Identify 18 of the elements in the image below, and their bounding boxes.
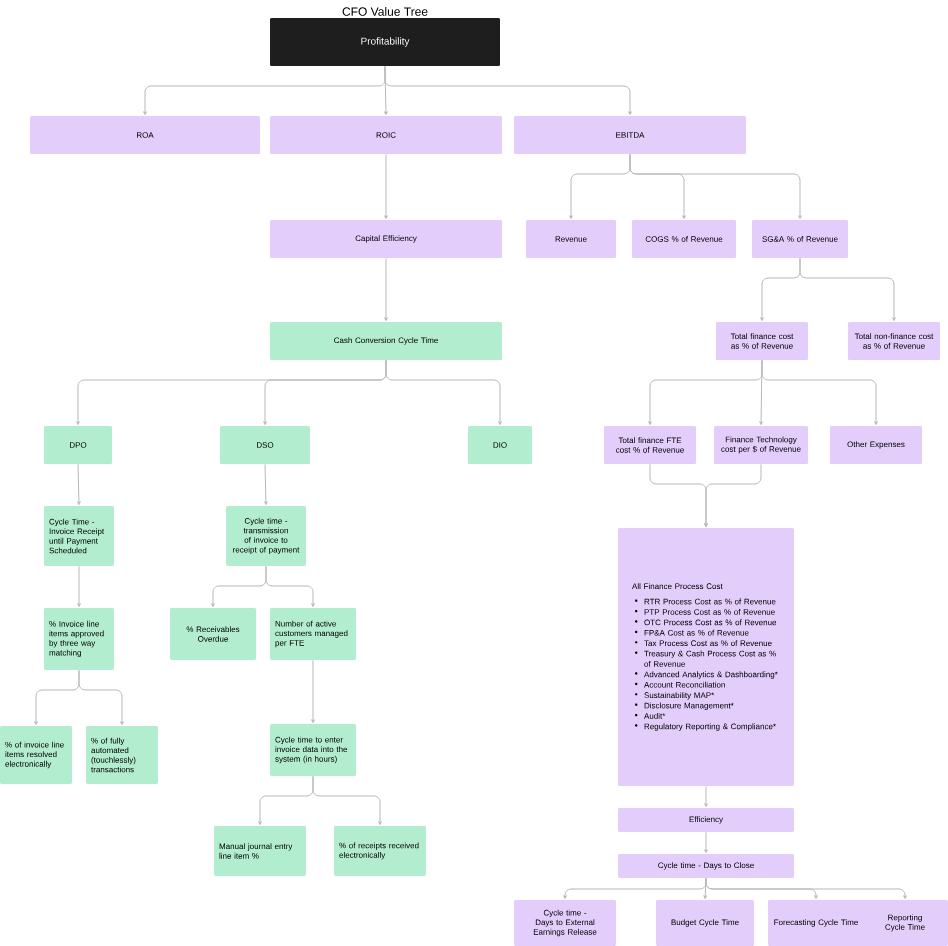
arrow bbox=[384, 65, 632, 116]
arrow bbox=[629, 153, 802, 220]
arrow bbox=[384, 153, 388, 220]
arrow bbox=[384, 257, 388, 322]
arrow bbox=[77, 463, 81, 506]
arrow bbox=[704, 463, 762, 528]
arrow bbox=[705, 877, 907, 900]
arrow bbox=[704, 831, 708, 854]
arrow bbox=[761, 359, 878, 426]
arrow bbox=[704, 785, 708, 808]
arrow bbox=[264, 463, 268, 506]
arrow bbox=[265, 565, 315, 608]
arrow bbox=[312, 775, 382, 826]
arrow bbox=[385, 359, 502, 426]
arrow bbox=[77, 565, 81, 608]
arrow bbox=[311, 659, 315, 724]
arrow bbox=[799, 257, 896, 322]
arrow bbox=[78, 669, 124, 726]
